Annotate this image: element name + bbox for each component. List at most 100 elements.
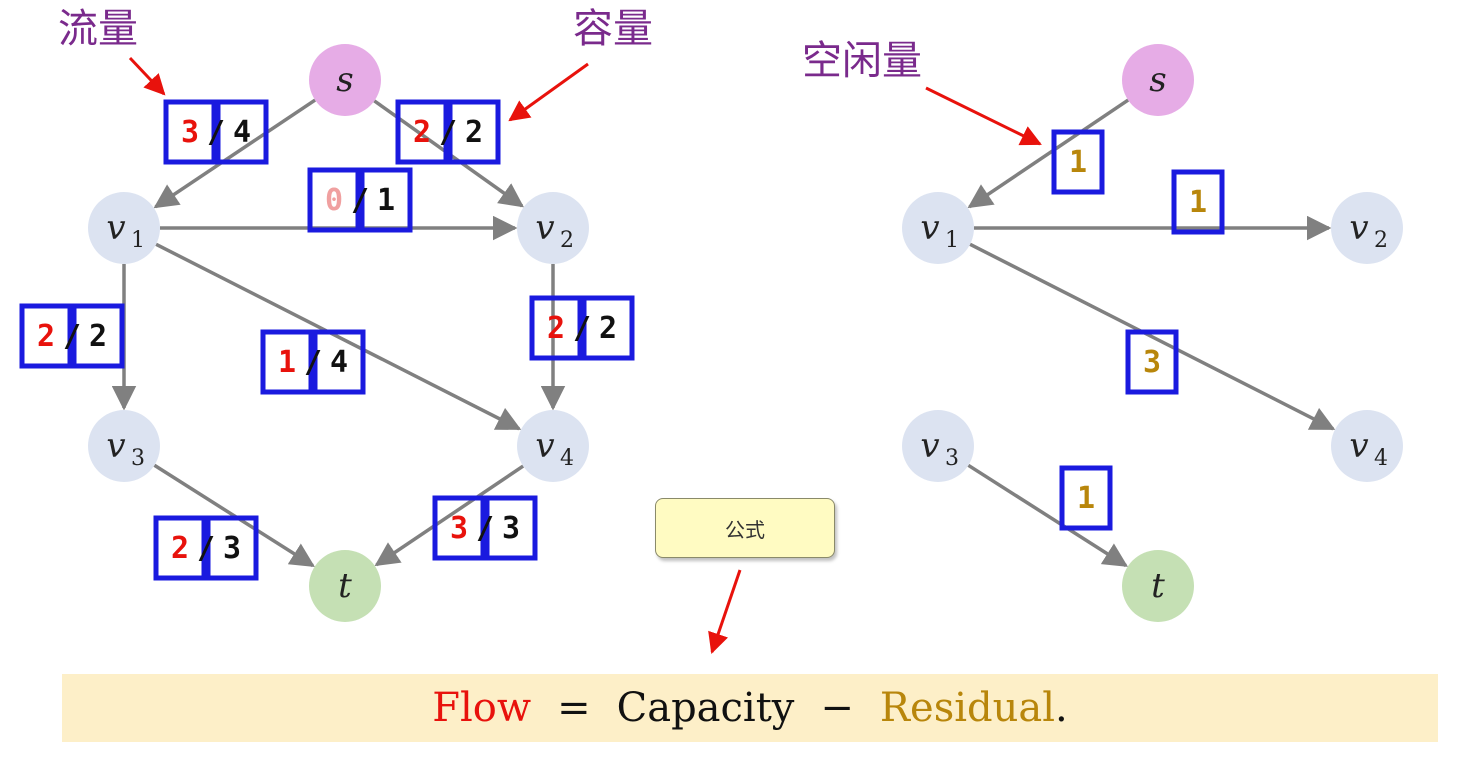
- node-circle: [517, 410, 589, 482]
- capacity-callout-arrow: [508, 62, 589, 122]
- capacity-value-v1-v3: 2: [71, 303, 125, 369]
- residual-value-v1-v2: 1: [1171, 169, 1225, 235]
- label-value: 1: [1069, 145, 1087, 180]
- label-box: [529, 295, 583, 361]
- capacity-value-v1-v2: 1: [359, 167, 413, 233]
- label-box: [1171, 169, 1225, 235]
- label-box: [307, 167, 361, 233]
- node-circle: [517, 192, 589, 264]
- label-box: [163, 99, 217, 165]
- label-value: 3: [450, 511, 468, 546]
- label-value: 2: [89, 319, 107, 354]
- node-circle: [88, 410, 160, 482]
- node-circle: [309, 550, 381, 622]
- node-subscript: 1: [131, 228, 145, 253]
- node-subscript: 3: [945, 446, 959, 471]
- flow-value-v2-v4: 2: [529, 295, 583, 361]
- node-label: v: [535, 426, 554, 466]
- flow-callout: 流量: [58, 6, 138, 52]
- formula-bar: Flow = Capacity − Residual .: [62, 674, 1438, 742]
- label-box: [359, 167, 413, 233]
- node-circle: [309, 44, 381, 116]
- formula-tag[interactable]: 公式: [655, 498, 835, 558]
- label-value: 3: [181, 115, 199, 150]
- residual-callout-arrow: [925, 86, 1042, 146]
- flow-capacity-separator: /: [351, 183, 369, 218]
- formula-equals: =: [557, 685, 591, 731]
- label-value: 2: [599, 311, 617, 346]
- residual-edge-v3-t: [967, 463, 1129, 568]
- label-box: [19, 303, 73, 369]
- label-box: [432, 495, 486, 561]
- node-label: v: [1349, 208, 1368, 248]
- capacity-callout: 容量: [573, 6, 653, 52]
- edge-v1-v4: [155, 242, 522, 431]
- label-value: 4: [233, 115, 251, 150]
- label-value: 1: [1077, 481, 1095, 516]
- label-value: 3: [1143, 345, 1161, 380]
- node-subscript: 1: [945, 228, 959, 253]
- label-value: 2: [37, 319, 55, 354]
- node-label: v: [106, 208, 125, 248]
- label-box: [205, 515, 259, 581]
- node-subscript: 2: [560, 228, 574, 253]
- flow-node-s[interactable]: s: [309, 44, 381, 116]
- flow-capacity-separator: /: [476, 511, 494, 546]
- residual-edge-s-v1: [967, 98, 1130, 209]
- node-label: s: [336, 60, 353, 100]
- residual-value-v1-v4: 3: [1125, 329, 1179, 395]
- label-box: [581, 295, 635, 361]
- flow-capacity-separator: /: [197, 531, 215, 566]
- formula-flow: Flow: [432, 685, 532, 731]
- label-value: 3: [223, 531, 241, 566]
- node-circle: [902, 192, 974, 264]
- residual-node-t[interactable]: t: [1122, 550, 1194, 622]
- label-box: [1059, 465, 1113, 531]
- flow-capacity-separator: /: [439, 115, 457, 150]
- label-box: [215, 99, 269, 165]
- label-value: 1: [1189, 185, 1207, 220]
- node-label: v: [920, 426, 939, 466]
- label-box: [1125, 329, 1179, 395]
- flow-capacity-separator: /: [573, 311, 591, 346]
- node-subscript: 3: [131, 446, 145, 471]
- residual-labels: 1 1 3 1: [1051, 129, 1225, 531]
- residual-edge-v1-v4: [969, 242, 1336, 431]
- label-box: [260, 329, 314, 395]
- flow-value-v3-t: 2: [153, 515, 207, 581]
- flow-node-t[interactable]: t: [309, 550, 381, 622]
- node-circle: [902, 410, 974, 482]
- callouts: 流量 容量 空闲量: [58, 6, 1042, 654]
- node-subscript: 4: [560, 446, 574, 471]
- capacity-value-v1-v4: 4: [312, 329, 366, 395]
- label-value: 2: [465, 115, 483, 150]
- label-value: 2: [413, 115, 431, 150]
- node-circle: [1122, 550, 1194, 622]
- label-value: 2: [171, 531, 189, 566]
- flow-value-s-v2: 2: [395, 99, 449, 165]
- label-box: [395, 99, 449, 165]
- label-value: 1: [278, 345, 296, 380]
- label-box: [484, 495, 538, 561]
- node-subscript: 2: [1374, 228, 1388, 253]
- residual-node-s[interactable]: s: [1122, 44, 1194, 116]
- node-circle: [1331, 410, 1403, 482]
- flow-value-v1-v3: 2: [19, 303, 73, 369]
- capacity-value-s-v1: 4: [215, 99, 269, 165]
- flow-callout-arrow: [128, 56, 166, 96]
- formula-callout-arrow: [708, 569, 742, 654]
- node-label: s: [1149, 60, 1166, 100]
- node-label: v: [106, 426, 125, 466]
- label-box: [153, 515, 207, 581]
